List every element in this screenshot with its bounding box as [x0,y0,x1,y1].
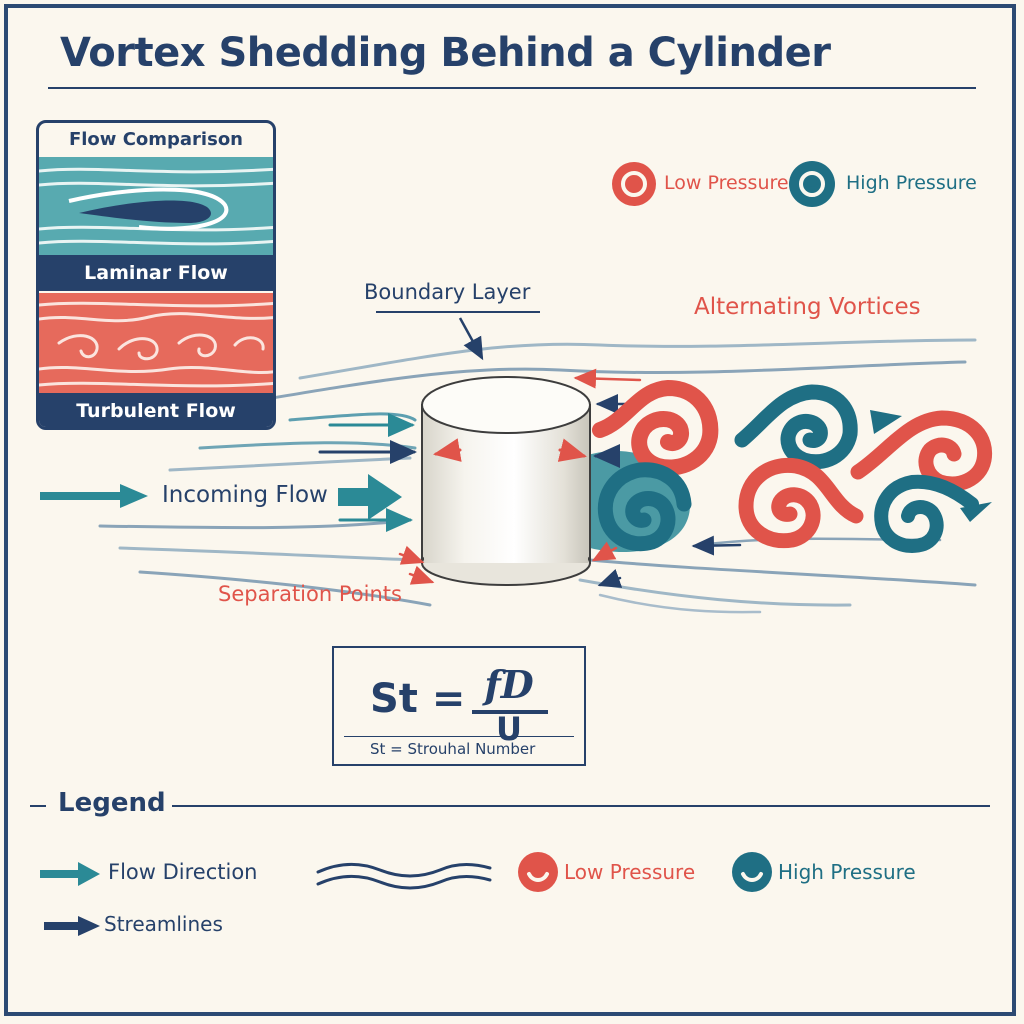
legend-streamlines-label: Streamlines [104,912,223,936]
legend-title: Legend [58,788,166,818]
legend-wave-icon [316,862,492,890]
page-frame [4,4,1016,1016]
low-pressure-key-label: Low Pressure [664,172,789,194]
vortex-high-2 [597,462,692,552]
formula-fraction-bar [472,710,548,714]
vortex-high-1 [734,384,902,470]
legend-flow-direction-icon [40,862,100,886]
turbulent-streamlines [39,301,273,388]
legend-high-pressure-icon [732,852,772,892]
legend-high-pressure-label: High Pressure [778,860,916,884]
inflow-arrows [318,413,417,532]
turbulent-flow-label: Turbulent Flow [39,393,273,427]
high-pressure-icon [789,161,835,207]
turbulent-flow-illustration [39,293,273,397]
incoming-flow-label: Incoming Flow [162,482,328,508]
laminar-streamlines [39,167,273,246]
separation-points-label: Separation Points [218,582,402,606]
page-title: Vortex Shedding Behind a Cylinder [60,30,831,76]
legend-flow-direction-label: Flow Direction [108,860,258,884]
vortex-low-1 [592,379,719,476]
alternating-vortices-label: Alternating Vortices [694,294,921,320]
boundary-layer-pointer [458,317,484,361]
legend-streamlines-icon [44,916,100,936]
formula-numerator: fD [484,662,534,707]
vortex-street [592,379,993,553]
high-pressure-key-label: High Pressure [846,172,977,194]
incoming-flow-arrows [40,474,402,520]
flow-comparison-title: Flow Comparison [39,123,273,159]
cylinder [421,376,591,586]
strouhal-formula-box: St = fD U St = Strouhal Number [332,646,586,766]
separation-arrows [398,368,742,588]
vortex-high-3 [874,474,992,553]
laminar-flow-label: Laminar Flow [39,255,273,291]
vortex-low-3 [738,457,864,549]
vortex-low-2 [850,410,993,492]
formula-lhs: St = [370,676,466,722]
legend-low-pressure-label: Low Pressure [564,860,696,884]
legend-low-pressure-icon [518,852,558,892]
formula-denominator: U [496,710,522,748]
boundary-layer-label: Boundary Layer [364,280,531,304]
formula-definition: St = Strouhal Number [370,740,536,758]
formula-divider [344,736,574,737]
low-pressure-icon [612,162,656,206]
flow-comparison-panel: Flow Comparison Laminar Flow [36,120,276,430]
